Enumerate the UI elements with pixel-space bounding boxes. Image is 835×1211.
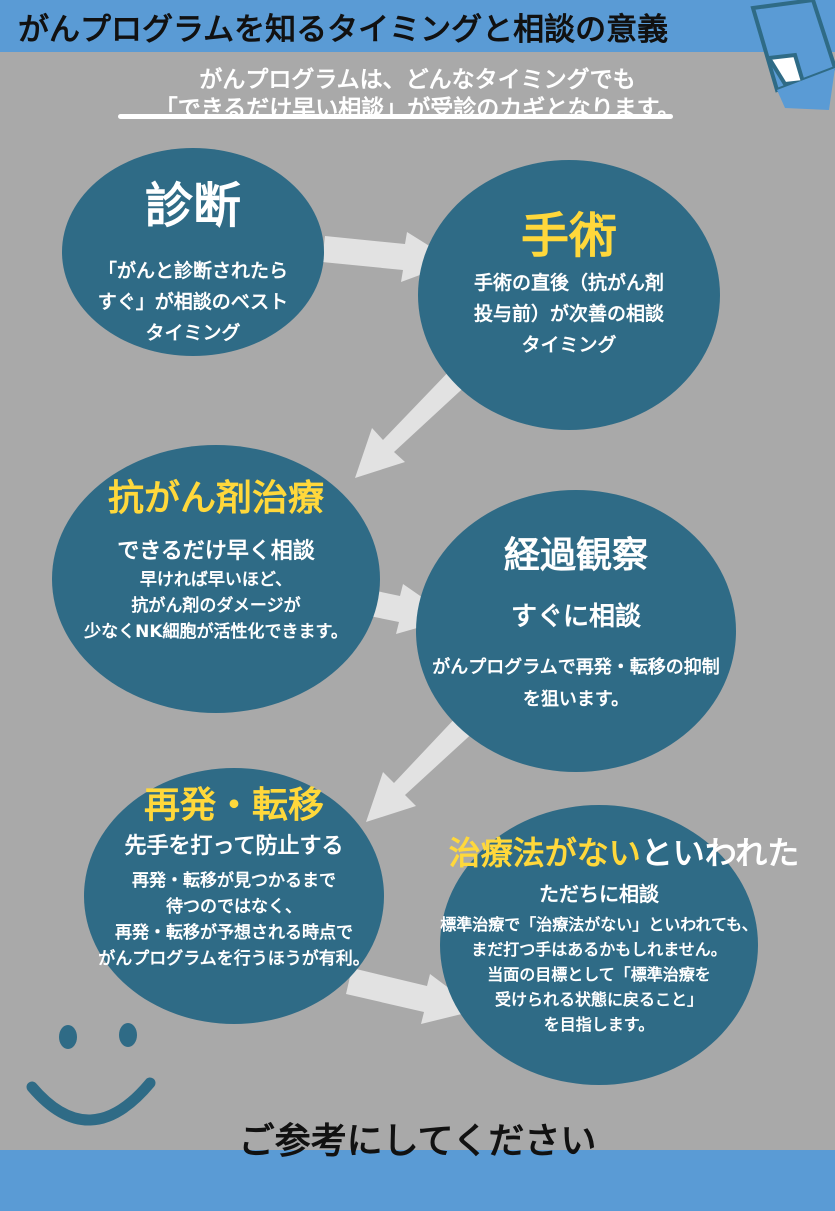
stage-subtitle: 先手を打って防止する bbox=[124, 834, 344, 859]
stage-text-line: 「がんと診断されたら bbox=[97, 260, 288, 282]
stage-text-line: がんプログラムで再発・転移の抑制 bbox=[432, 657, 720, 678]
arrow-down-left-2 bbox=[366, 713, 477, 822]
stage-chemo: 抗がん剤治療 できるだけ早く相談 早ければ早いほど、 抗がん剤のダメージが 少な… bbox=[52, 445, 380, 713]
stage-subtitle: ただちに相談 bbox=[539, 882, 659, 906]
closing-text: ご参考にしてください bbox=[238, 1121, 597, 1162]
stage-title: 再発・転移 bbox=[143, 785, 324, 826]
stage-text-line: 待つのではなく、 bbox=[166, 897, 302, 917]
header-band bbox=[0, 0, 835, 52]
stage-text-line: を目指します。 bbox=[543, 1015, 655, 1034]
stage-text-line: 早ければ早いほど、 bbox=[139, 570, 293, 590]
stage-title: 治療法がないといわれた bbox=[424, 828, 824, 874]
subtitle-underline bbox=[118, 114, 673, 119]
stage-title-rest: といわれた bbox=[640, 834, 800, 872]
arrow-down-left-1 bbox=[355, 365, 472, 478]
stage-text-line: 標準治療で「治療法がない」といわれても、 bbox=[440, 915, 758, 934]
stage-text-line: 当面の目標として「標準治療を bbox=[487, 965, 711, 984]
stage-text-line: 手術の直後（抗がん剤 bbox=[473, 272, 664, 294]
stage-text-line: タイミング bbox=[145, 322, 241, 344]
subtitle-line1: がんプログラムは、どんなタイミングでも bbox=[199, 67, 636, 93]
stage-text-line: すぐ」が相談のベスト bbox=[97, 291, 289, 313]
pencil-icon bbox=[750, 0, 835, 110]
smiley-icon bbox=[26, 1023, 156, 1126]
stage-text-line: 再発・転移が予想される時点で bbox=[115, 923, 353, 943]
page-title: がんプログラムを知るタイミングと相談の意義 bbox=[18, 12, 669, 48]
stage-title: 経過観察 bbox=[503, 535, 648, 576]
stage-text-line: 投与前）が次善の相談 bbox=[473, 303, 664, 325]
stage-text-line: 再発・転移が見つかるまで bbox=[132, 871, 336, 891]
stage-title-highlight: 治療法がない bbox=[448, 834, 641, 872]
stage-title: 診断 bbox=[144, 178, 241, 234]
stage-subtitle: すぐに相談 bbox=[510, 602, 641, 632]
stage-text-line: 抗がん剤のダメージが bbox=[131, 596, 301, 616]
stage-text-line: まだ打つ手はあるかもしれません。 bbox=[471, 940, 727, 959]
stage-diagnosis: 診断 「がんと診断されたら すぐ」が相談のベスト タイミング bbox=[62, 148, 324, 356]
stage-recurrence: 再発・転移 先手を打って防止する 再発・転移が見つかるまで 待つのではなく、 再… bbox=[84, 768, 384, 1024]
arrow-right-3 bbox=[346, 968, 478, 1024]
stage-no-treatment bbox=[440, 805, 758, 1085]
stage-title: 抗がん剤治療 bbox=[107, 478, 324, 519]
stage-text-line: 少なくNK細胞が活性化できます。 bbox=[84, 622, 348, 642]
stage-subtitle: できるだけ早く相談 bbox=[117, 539, 315, 564]
stage-surgery: 手術 手術の直後（抗がん剤 投与前）が次善の相談 タイミング bbox=[418, 160, 720, 430]
stage-observation: 経過観察 すぐに相談 がんプログラムで再発・転移の抑制 を狙います。 bbox=[416, 490, 736, 772]
stage-text-line: タイミング bbox=[521, 334, 617, 356]
stage-title: 手術 bbox=[520, 208, 617, 264]
stage-text-line: を狙います。 bbox=[522, 689, 630, 710]
stage-text-line: 受けられる状態に戻ること」 bbox=[494, 990, 703, 1009]
footer-band bbox=[0, 1150, 835, 1211]
stage-text-line: がんプログラムを行うほうが有利。 bbox=[98, 949, 370, 969]
